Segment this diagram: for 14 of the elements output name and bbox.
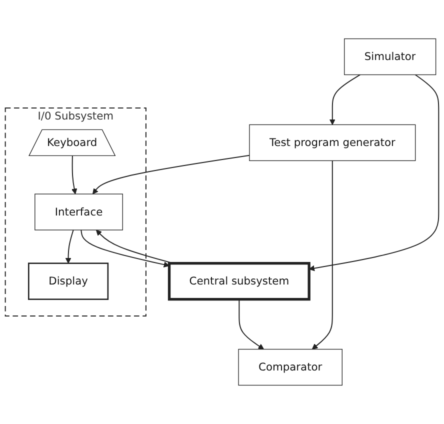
node-box: Interface (34, 194, 123, 230)
node-box: Test program generator (249, 124, 416, 162)
node-box: Comparator (238, 348, 342, 386)
arrow (238, 298, 264, 350)
arrow (308, 74, 440, 272)
arrow (329, 74, 361, 125)
node-box: Simulator (344, 38, 436, 76)
arrow (71, 156, 78, 194)
arrow (92, 154, 250, 194)
arrow (312, 160, 333, 350)
node-box: Display (28, 262, 109, 300)
node-box: Central subsystem (168, 262, 310, 301)
arrow (80, 230, 170, 268)
arrow (65, 230, 74, 264)
